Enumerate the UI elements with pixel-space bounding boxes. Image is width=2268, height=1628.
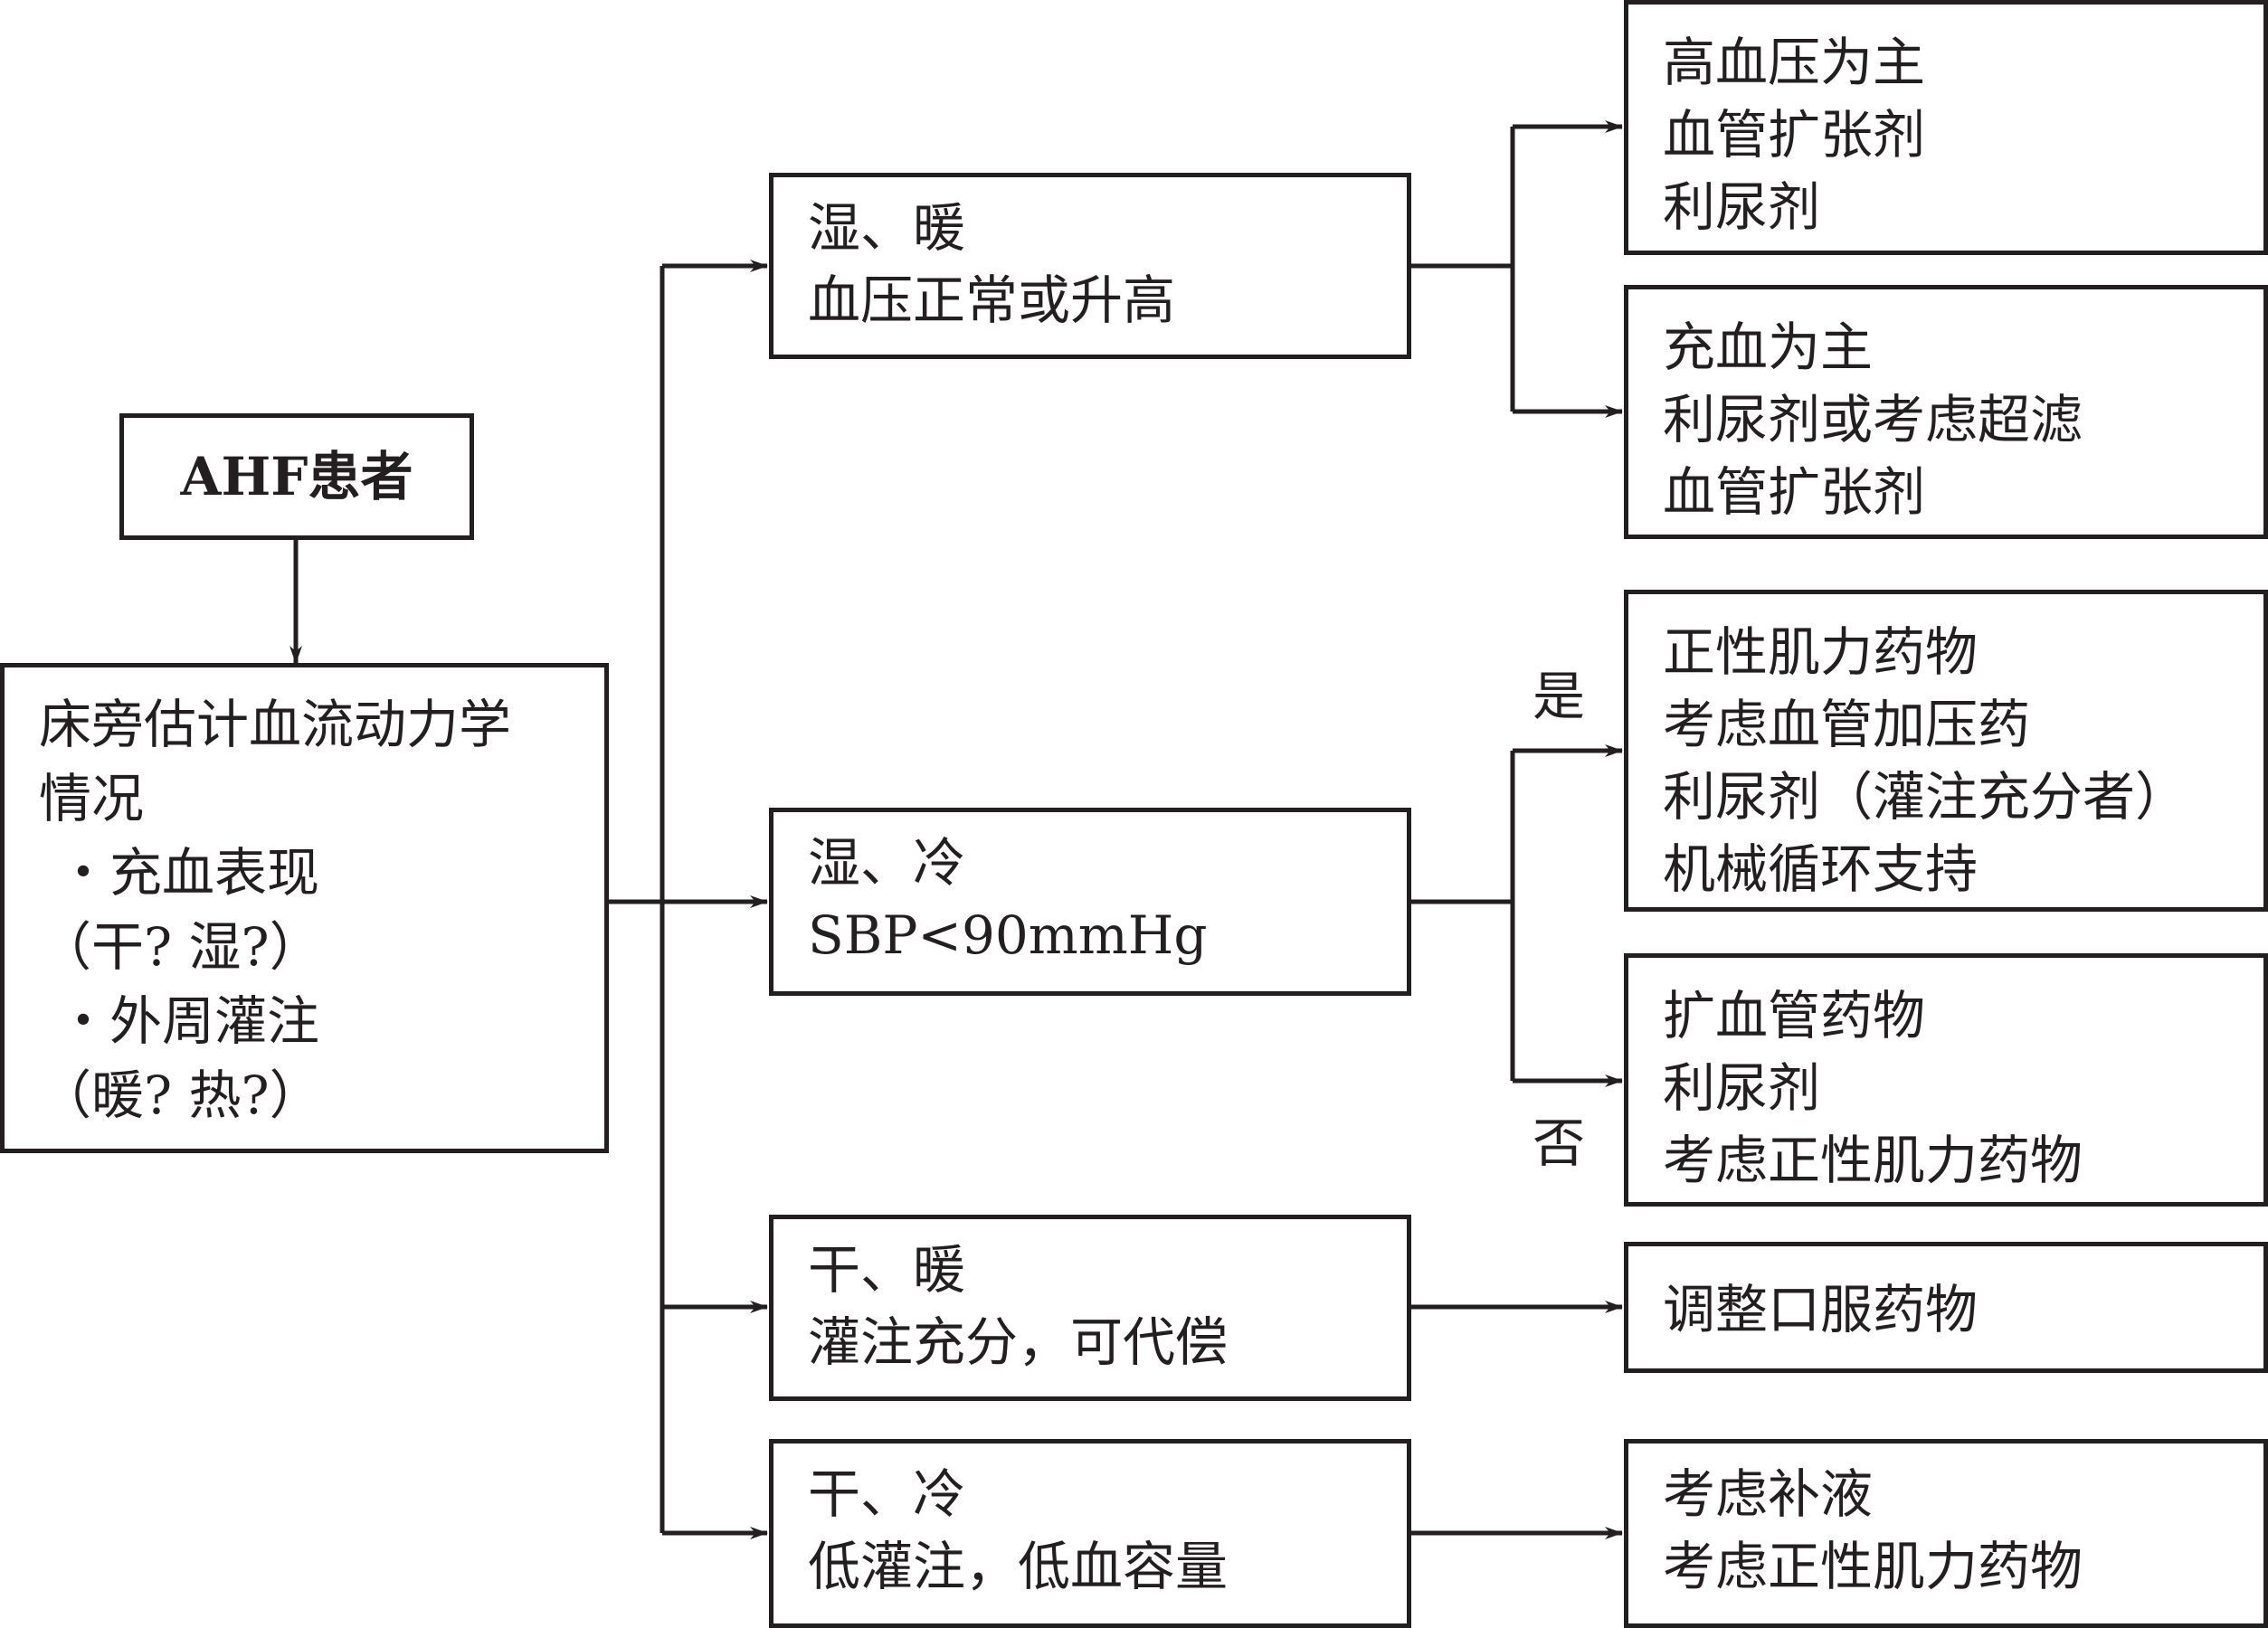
assess-line-5: ・外周灌注 xyxy=(57,990,320,1052)
assess-line-1: 床旁估计血流动力学 xyxy=(39,694,512,755)
profile-dry-cold-detail: 低灌注，低血容量 xyxy=(808,1536,1229,1597)
profile-dry-warm-box: 干、暖 灌注充分，可代偿 xyxy=(769,1215,1411,1401)
treatment-hypertension-box: 高血压为主 血管扩张剂 利尿剂 xyxy=(1624,0,2268,255)
treatment-fluid-box: 考虑补液 考虑正性肌力药物 xyxy=(1624,1439,2268,1628)
profile-wet-warm-detail: 血压正常或升高 xyxy=(808,270,1176,331)
profile-dry-cold-title: 干、冷 xyxy=(808,1463,966,1525)
ahf-patient-box: AHF患者 xyxy=(119,413,474,540)
profile-wet-cold-title: 湿、冷 xyxy=(808,832,966,894)
treatment-yes-line-1: 正性肌力药物 xyxy=(1663,621,1979,683)
treatment-fluid-line-2: 考虑正性肌力药物 xyxy=(1663,1536,2083,1597)
treatment-no-line-1: 扩血管药物 xyxy=(1663,985,1926,1046)
treatment-yes-box: 正性肌力药物 考虑血管加压药 利尿剂（灌注充分者） 机械循环支持 xyxy=(1624,590,2268,912)
profile-wet-warm-box: 湿、暖 血压正常或升高 xyxy=(769,173,1411,359)
assess-line-4: （干? 湿?） xyxy=(39,916,322,978)
treatment-yes-line-2: 考虑血管加压药 xyxy=(1663,694,2031,755)
treatment-yes-line-4: 机械循环支持 xyxy=(1663,838,1979,900)
profile-wet-cold-box: 湿、冷 SBP<90mmHg xyxy=(769,808,1411,996)
treatment-hypertension-line-2: 血管扩张剂 xyxy=(1663,104,1926,166)
branch-label-no: 否 xyxy=(1533,1112,1586,1174)
treatment-no-box: 扩血管药物 利尿剂 考虑正性肌力药物 xyxy=(1624,953,2268,1207)
assess-line-6: （暖? 热?） xyxy=(39,1065,322,1126)
treatment-yes-line-3: 利尿剂（灌注充分者） xyxy=(1663,766,2188,828)
treatment-congestion-box: 充血为主 利尿剂或考虑超滤 血管扩张剂 xyxy=(1624,285,2268,539)
treatment-congestion-line-3: 血管扩张剂 xyxy=(1663,461,1926,523)
treatment-oral-adjust-box: 调整口服药物 xyxy=(1624,1242,2268,1373)
treatment-hypertension-line-3: 利尿剂 xyxy=(1663,176,1821,238)
assess-line-3: ・充血表现 xyxy=(57,842,320,904)
treatment-no-line-2: 利尿剂 xyxy=(1663,1057,1821,1119)
hemodynamic-assessment-box: 床旁估计血流动力学 情况 ・充血表现 （干? 湿?） ・外周灌注 （暖? 热?） xyxy=(0,663,609,1153)
branch-label-yes: 是 xyxy=(1533,666,1586,727)
profile-dry-warm-detail: 灌注充分，可代偿 xyxy=(808,1311,1229,1373)
profile-dry-warm-title: 干、暖 xyxy=(808,1239,966,1301)
assess-line-2: 情况 xyxy=(39,768,145,829)
profile-wet-cold-detail: SBP<90mmHg xyxy=(808,904,1208,966)
treatment-congestion-line-2: 利尿剂或考虑超滤 xyxy=(1663,389,2083,450)
ahf-patient-label: AHF患者 xyxy=(180,446,413,507)
treatment-hypertension-line-1: 高血压为主 xyxy=(1663,32,1926,93)
treatment-fluid-line-1: 考虑补液 xyxy=(1663,1463,1874,1525)
treatment-no-line-3: 考虑正性肌力药物 xyxy=(1663,1130,2083,1191)
treatment-oral-adjust-line-1: 调整口服药物 xyxy=(1663,1279,1979,1340)
treatment-congestion-line-1: 充血为主 xyxy=(1663,317,1874,378)
profile-wet-warm-title: 湿、暖 xyxy=(808,197,966,259)
profile-dry-cold-box: 干、冷 低灌注，低血容量 xyxy=(769,1439,1411,1628)
